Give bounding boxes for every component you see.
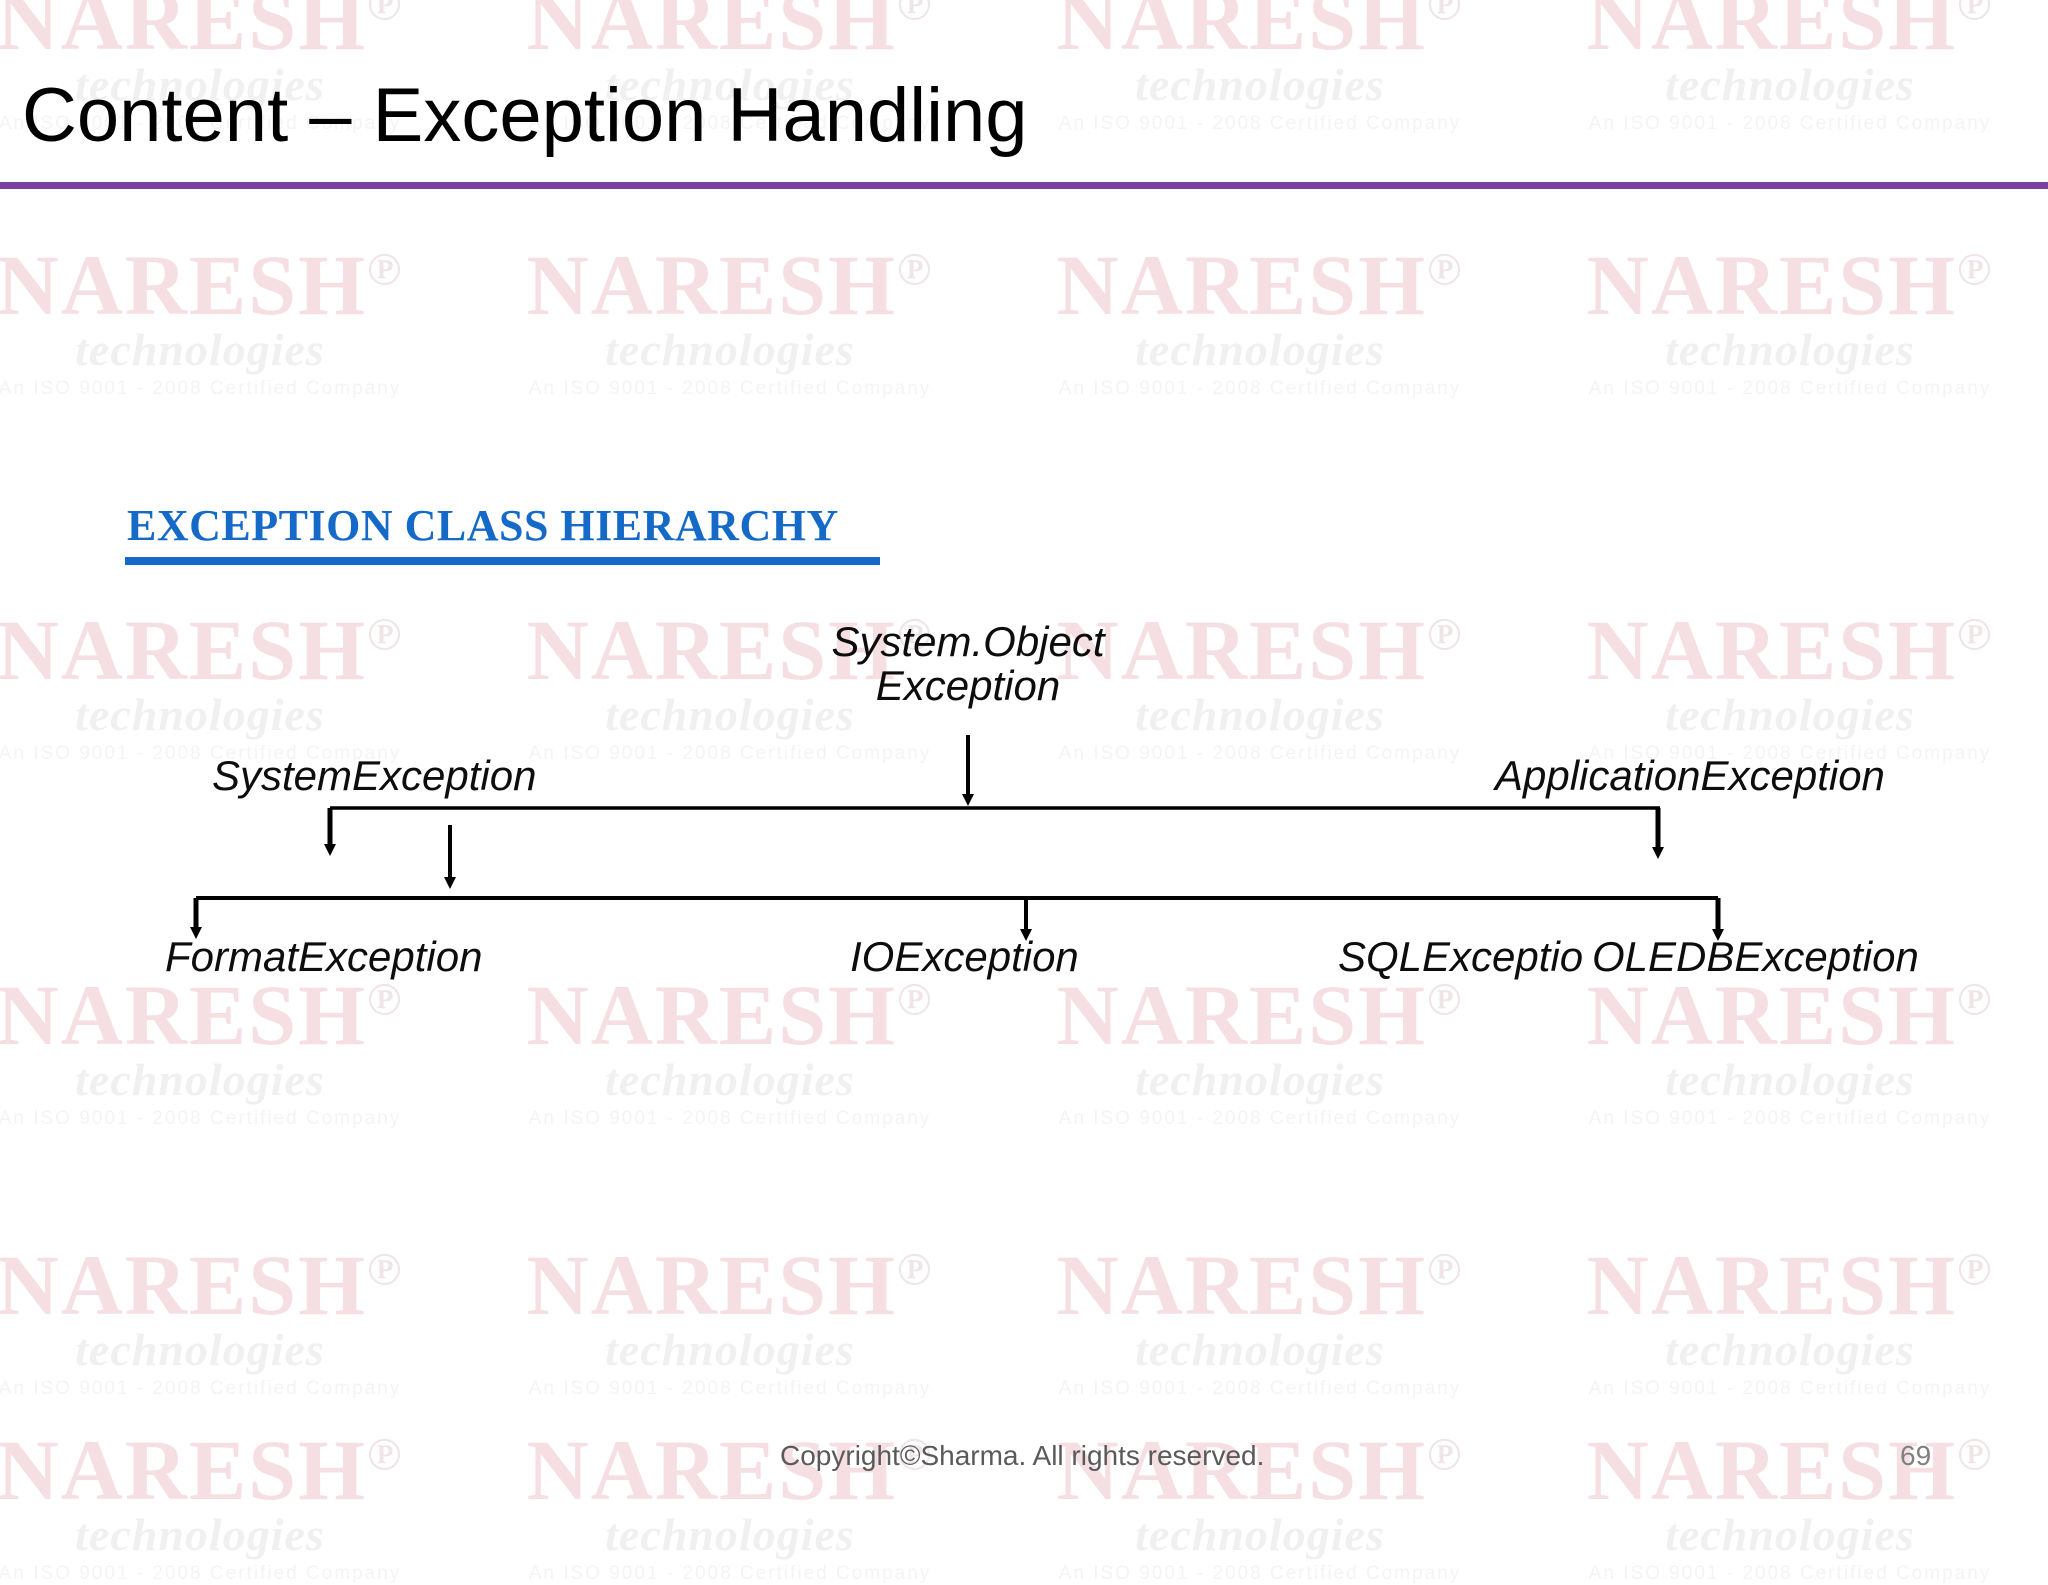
watermark-iso-line: An ISO 9001 - 2008 Certified Company (1058, 1562, 1462, 1584)
node-root-line2: Exception (875, 662, 1061, 709)
node-oledbexception: OLEDBException (1592, 933, 1919, 980)
watermark-iso-line: An ISO 9001 - 2008 Certified Company (0, 1562, 402, 1584)
node-ioexception: IOException (850, 933, 1079, 980)
node-systemexception: SystemException (212, 752, 537, 799)
node-applicationexception: ApplicationException (1495, 752, 1885, 799)
footer-copyright: Copyright©Sharma. All rights reserved. (780, 1440, 1265, 1471)
exception-hierarchy-diagram (190, 735, 1724, 941)
page-title: Content – Exception Handling (22, 73, 1028, 158)
section-heading: EXCEPTION CLASS HIERARCHY (127, 501, 839, 550)
section-heading-underline (125, 557, 880, 565)
watermark-iso-line: An ISO 9001 - 2008 Certified Company (528, 1562, 932, 1584)
node-root-line1: System.Object (831, 618, 1105, 665)
node-sqlexception: SQLExceptio (1338, 933, 1584, 980)
node-formatexception: FormatException (165, 933, 483, 980)
footer-page-number: 69 (1900, 1440, 1932, 1471)
slide-content: Content – Exception Handling EXCEPTION C… (0, 73, 2048, 1471)
title-divider (0, 182, 2048, 189)
watermark-iso-line: An ISO 9001 - 2008 Certified Company (1588, 1562, 1992, 1584)
